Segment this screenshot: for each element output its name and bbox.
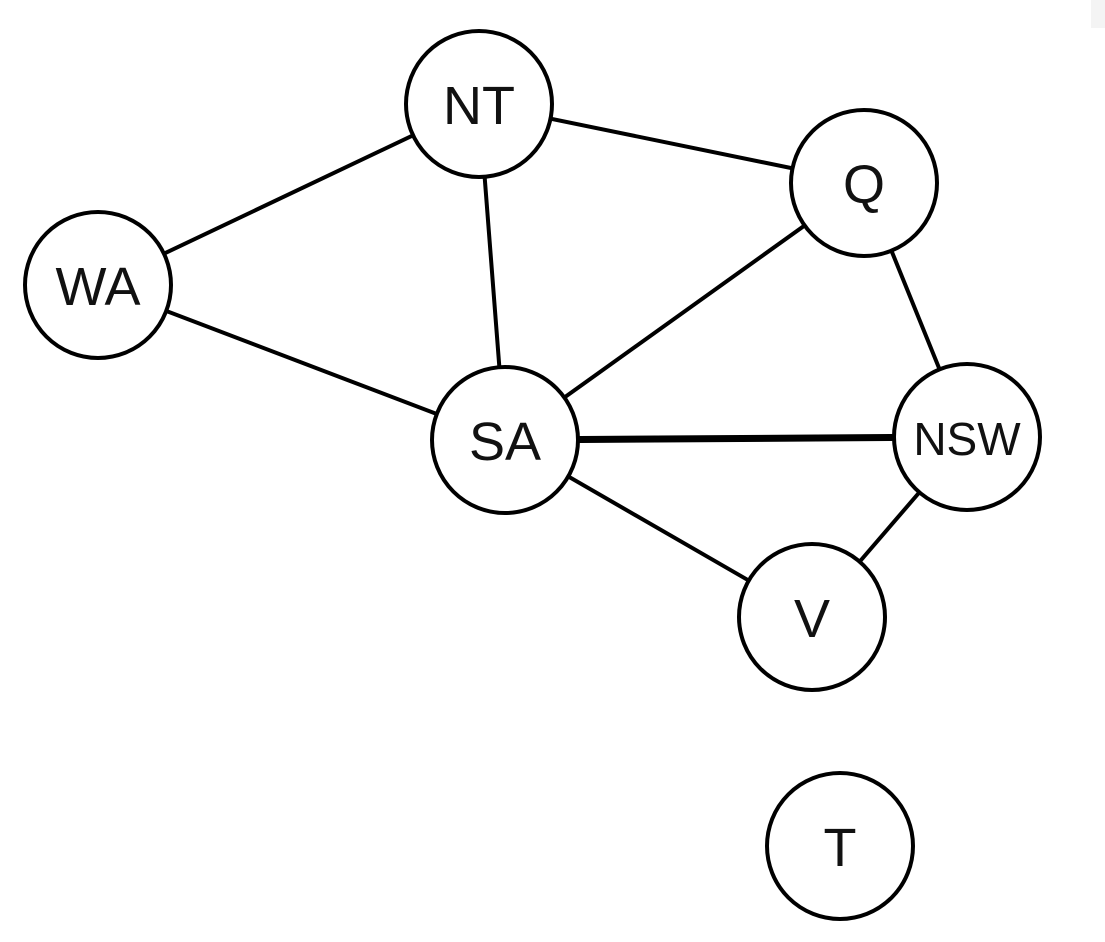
corner-mark [1091,0,1105,28]
node-t: T [765,771,915,921]
node-label-wa: WA [56,257,141,317]
node-circle-wa [23,210,173,360]
node-circle-nt [404,29,554,179]
node-circle-t [765,771,915,921]
node-label-nt: NT [443,76,515,136]
node-circle-nsw [892,362,1042,512]
node-label-t: T [824,818,857,878]
node-label-sa: SA [469,412,541,472]
node-label-nsw: NSW [913,413,1021,465]
node-label-v: V [794,589,830,649]
edge-sa-nsw [501,433,971,444]
node-circle-v [737,542,887,692]
node-wa: WA [23,210,173,360]
node-q: Q [789,108,939,258]
nodes-layer: WA NT Q SA NSW V T [23,29,1042,921]
node-v: V [737,542,887,692]
node-nsw: NSW [892,362,1042,512]
node-nt: NT [404,29,554,179]
node-sa: SA [430,365,580,515]
node-label-q: Q [843,155,885,215]
node-circle-sa [430,365,580,515]
node-circle-q [789,108,939,258]
